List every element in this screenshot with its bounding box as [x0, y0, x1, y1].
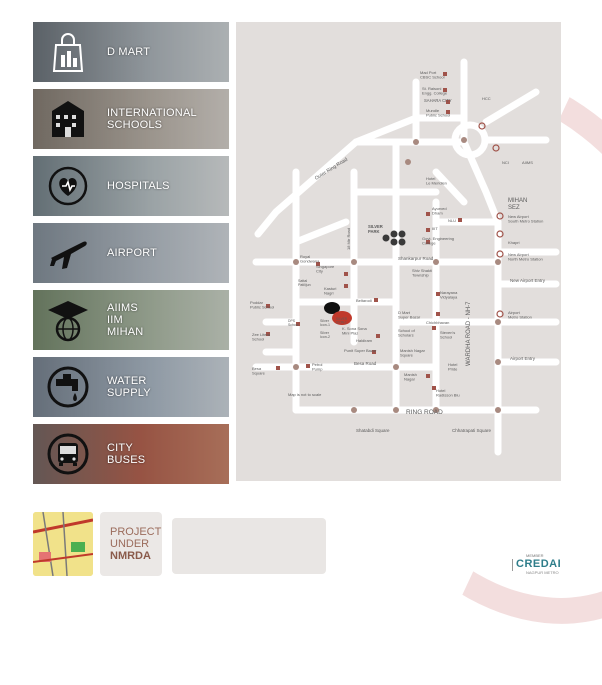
- road-shankarpur: Shankarpur Road: [398, 256, 434, 261]
- place-label: Khapri: [508, 240, 520, 245]
- credai-member: MEMBER: [526, 553, 544, 558]
- road-besa: Besa Road: [354, 361, 377, 366]
- tile-label: INTERNATIONAL SCHOOLS: [107, 107, 197, 131]
- tile-international-schools[interactable]: INTERNATIONAL SCHOOLS: [33, 89, 229, 149]
- project-line-2: UNDER: [110, 538, 150, 550]
- amenity-tiles: D MART INTERNATIONAL SCHOOLS HOSPITALS A…: [33, 22, 229, 491]
- tile-label: WATER SUPPLY: [107, 375, 151, 399]
- project-line-1: PROJECT: [110, 526, 162, 538]
- place-label: SAHARA CITY: [424, 98, 452, 103]
- road-18-mtr: 18 Mtr Road: [346, 228, 351, 250]
- shatabdi-square: Shatabdi Square: [356, 428, 390, 433]
- tile-water-supply[interactable]: WATER SUPPLY: [33, 357, 229, 417]
- place-label: Chichbhavan: [426, 320, 449, 325]
- water-tap-icon: [45, 363, 91, 411]
- map-canvas: [252, 58, 560, 456]
- school-building-icon: [45, 95, 91, 143]
- tile-city-buses[interactable]: CITY BUSES: [33, 424, 229, 484]
- place-label: AIIMS: [522, 160, 533, 165]
- credai-name: CREDAI: [516, 558, 562, 570]
- tile-label: AIRPORT: [107, 247, 158, 259]
- info-placeholder-box: [172, 518, 326, 574]
- place-label: Beltarodi: [356, 298, 372, 303]
- nmrda-map-thumbnail: [33, 512, 93, 576]
- tile-label: CITY BUSES: [107, 442, 146, 466]
- tile-aiims[interactable]: AIIMS IIM MIHAN: [33, 290, 229, 350]
- tile-hospitals[interactable]: HOSPITALS: [33, 156, 229, 216]
- place-label: Punit Super Bazar: [344, 348, 377, 353]
- place-label: Haldiram: [356, 338, 373, 343]
- project-line-3: NMRDA: [110, 550, 151, 562]
- road-outer-ring: Outer Ring Road: [314, 157, 349, 182]
- place-label: NLU: [448, 218, 456, 223]
- shopping-bag-icon: [45, 28, 91, 76]
- place-label: NCI: [502, 160, 509, 165]
- airport-entry: Airport Entry: [510, 356, 536, 361]
- place-label: HCC: [482, 96, 491, 101]
- tile-airport[interactable]: AIRPORT: [33, 223, 229, 283]
- bus-icon: [45, 430, 91, 478]
- heart-stethoscope-icon: [45, 162, 91, 210]
- credai-city: NAGPUR METRO: [526, 570, 559, 575]
- graduation-globe-icon: [45, 296, 91, 344]
- tile-label: D MART: [107, 46, 151, 58]
- airplane-icon: [45, 229, 91, 277]
- location-map[interactable]: Outer Ring Road WARDHA ROAD - NH-7 RING …: [236, 22, 561, 481]
- tile-dmart[interactable]: D MART: [33, 22, 229, 82]
- road-wardha: WARDHA ROAD - NH-7: [466, 301, 472, 366]
- credai-logo: MEMBER CREDAI NAGPUR METRO: [506, 553, 566, 575]
- tile-label: HOSPITALS: [107, 180, 170, 192]
- tile-label: AIIMS IIM MIHAN: [107, 302, 144, 338]
- project-under-nmrda: PROJECT UNDER NMRDA: [100, 512, 162, 576]
- scale-note: Map is not to scale: [288, 392, 322, 397]
- chhatrapati-square: Chhatrapati Square: [452, 428, 492, 433]
- new-airport-entry: New Airport Entry: [510, 278, 546, 283]
- map-labels: Outer Ring Road WARDHA ROAD - NH-7 RING …: [250, 70, 546, 433]
- place-label: IIIT: [432, 226, 438, 231]
- road-ring: RING ROAD: [406, 409, 443, 416]
